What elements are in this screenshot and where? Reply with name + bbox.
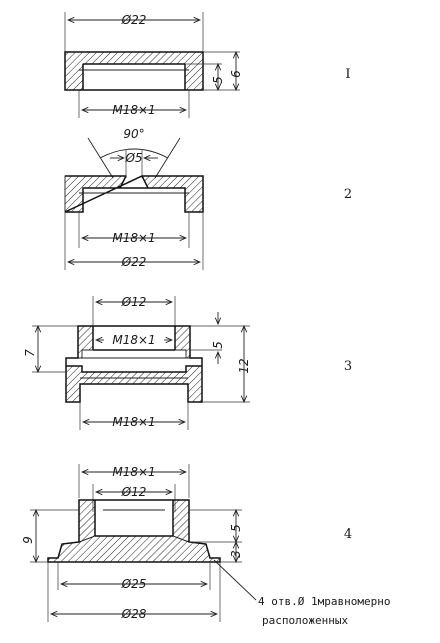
part4-thread: M18×1 (112, 465, 155, 479)
part3-h-total: 12 (237, 358, 251, 373)
part4-h-flange: 3 (229, 550, 243, 558)
part4-h-total: 9 (21, 536, 35, 544)
part-4: M18×1 Ø12 9 5 3 Ø25 (21, 464, 352, 622)
part2-number: 2 (344, 187, 352, 202)
hole-note-line1: 4 отв.Ø 1мравномерно (258, 595, 390, 608)
part3-top-dia: Ø12 (121, 295, 147, 309)
part-2: 90° Ø5 M18×1 Ø22 2 (64, 127, 352, 270)
part1-number: I (345, 67, 350, 82)
part1-h-inner: 5 (211, 76, 225, 84)
part3-thread-bottom: M18×1 (112, 415, 155, 429)
part1-h-outer: 6 (229, 70, 243, 78)
hole-note-line2: расположенных (262, 614, 348, 627)
part4-h-top: 5 (229, 524, 243, 532)
part2-hole-dia: Ø5 (124, 151, 142, 165)
part2-angle: 90° (123, 127, 144, 141)
part-3: Ø12 M18×1 7 5 12 M18× (23, 295, 352, 430)
part3-h-left: 7 (23, 349, 37, 357)
part2-thread: M18×1 (112, 231, 155, 245)
part3-thread-top: M18×1 (112, 333, 155, 347)
part4-inner-dia: Ø12 (121, 485, 147, 499)
part1-outer-dia: Ø22 (121, 13, 147, 27)
part4-number: 4 (344, 527, 352, 542)
part3-number: 3 (344, 359, 352, 374)
part4-flange-inner: Ø25 (121, 577, 147, 591)
part3-h-top: 5 (211, 341, 225, 349)
part1-thread: M18×1 (112, 103, 155, 117)
part2-outer-dia: Ø22 (121, 255, 147, 269)
part4-flange-outer: Ø28 (121, 607, 147, 621)
part-1: Ø22 5 6 M18×1 I (64, 12, 351, 118)
